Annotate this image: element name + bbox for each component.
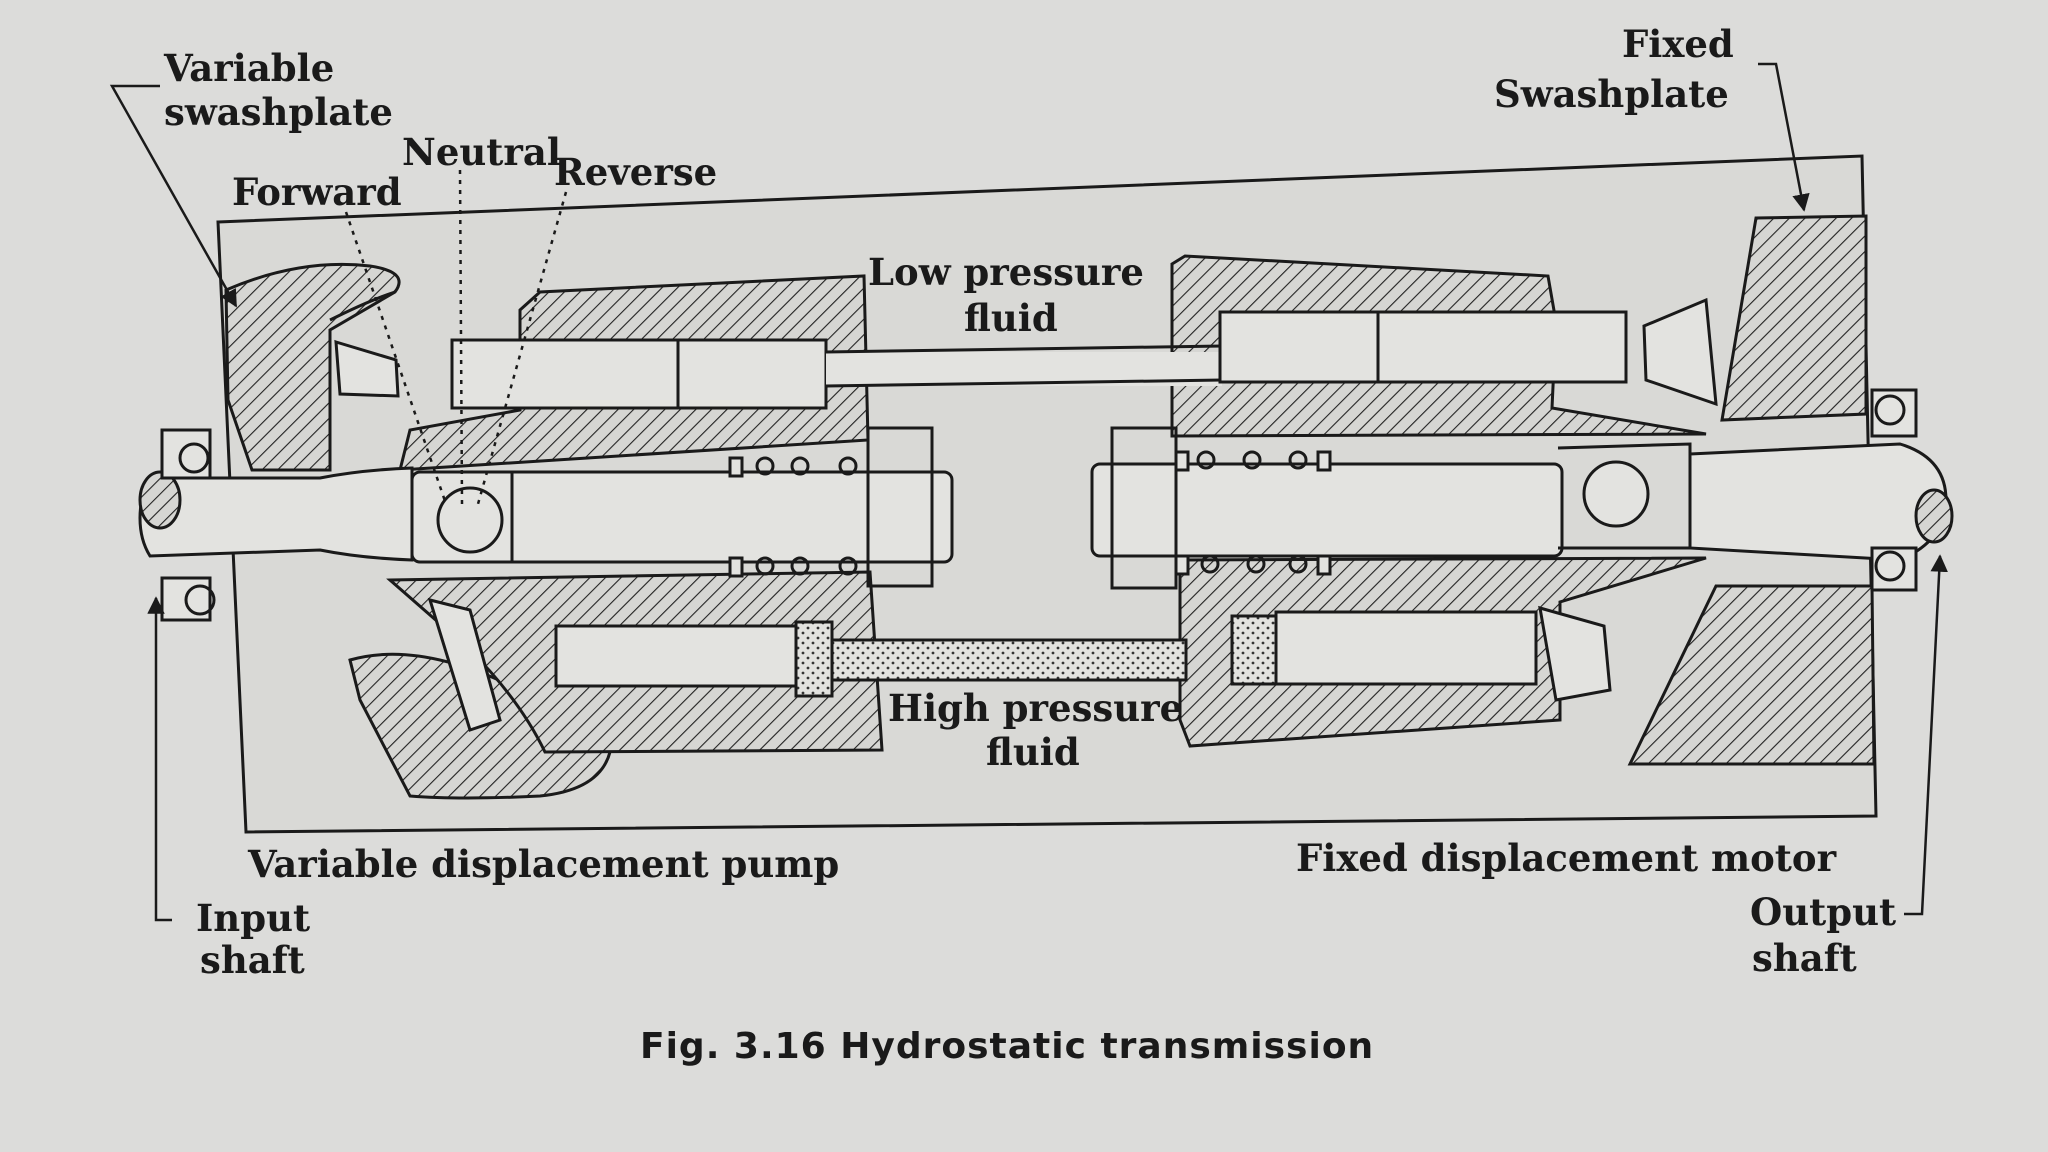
label-input-shaft-line1: Input xyxy=(196,896,311,940)
motor-piston-lower xyxy=(1274,610,1538,686)
label-low-pressure-line1: Low pressure xyxy=(868,250,1144,294)
label-input-shaft-line2: shaft xyxy=(200,938,305,982)
label-neutral: Neutral xyxy=(402,130,561,174)
label-variable-swashplate-line1: Variable xyxy=(164,46,335,90)
motor-shaft-body xyxy=(1090,462,1564,558)
label-reverse: Reverse xyxy=(554,150,718,194)
label-high-pressure-line2: fluid xyxy=(986,730,1080,774)
figure-caption: Fig. 3.16 Hydrostatic transmission xyxy=(640,1026,1375,1067)
label-low-pressure-line2: fluid xyxy=(964,296,1058,340)
pump-ball xyxy=(436,486,504,554)
fixed-swashplate-lower xyxy=(1627,584,1876,766)
label-fixed-swashplate-line2: Swashplate xyxy=(1494,72,1729,116)
label-pump: Variable displacement pump xyxy=(248,842,840,886)
high-pressure-line xyxy=(804,638,1188,682)
motor-piston-upper xyxy=(1218,310,1628,384)
pump-shaft-body xyxy=(410,470,954,564)
label-output-shaft-line2: shaft xyxy=(1752,936,1857,980)
output-shaft xyxy=(1688,442,1948,562)
label-fixed-swashplate-line1: Fixed xyxy=(1622,22,1734,66)
reverse-line xyxy=(476,191,568,505)
pump-piston-lower xyxy=(554,624,808,688)
pump-spring-upper xyxy=(728,456,858,478)
label-variable-swashplate-line2: swashplate xyxy=(164,90,393,134)
motor-spring-lower xyxy=(1174,554,1332,576)
motor-spring-upper xyxy=(1174,450,1332,472)
input-shaft-arrow xyxy=(147,596,172,922)
label-forward: Forward xyxy=(232,170,402,214)
label-high-pressure-line1: High pressure xyxy=(888,686,1184,730)
label-motor: Fixed displacement motor xyxy=(1296,836,1837,880)
input-shaft xyxy=(138,466,414,562)
output-shaft-end xyxy=(1914,488,1954,544)
output-shaft-arrow xyxy=(1904,554,1948,916)
forward-line xyxy=(344,211,448,505)
input-shaft-end xyxy=(138,470,182,530)
pump-piston-upper xyxy=(450,338,828,410)
fixed-swashplate-leader xyxy=(1758,62,1810,212)
variable-swashplate-leader xyxy=(109,84,238,308)
pump-spring-lower xyxy=(728,556,858,578)
motor-ball xyxy=(1582,460,1650,528)
fixed-swashplate-upper xyxy=(1720,214,1868,422)
label-output-shaft-line1: Output xyxy=(1750,890,1897,934)
